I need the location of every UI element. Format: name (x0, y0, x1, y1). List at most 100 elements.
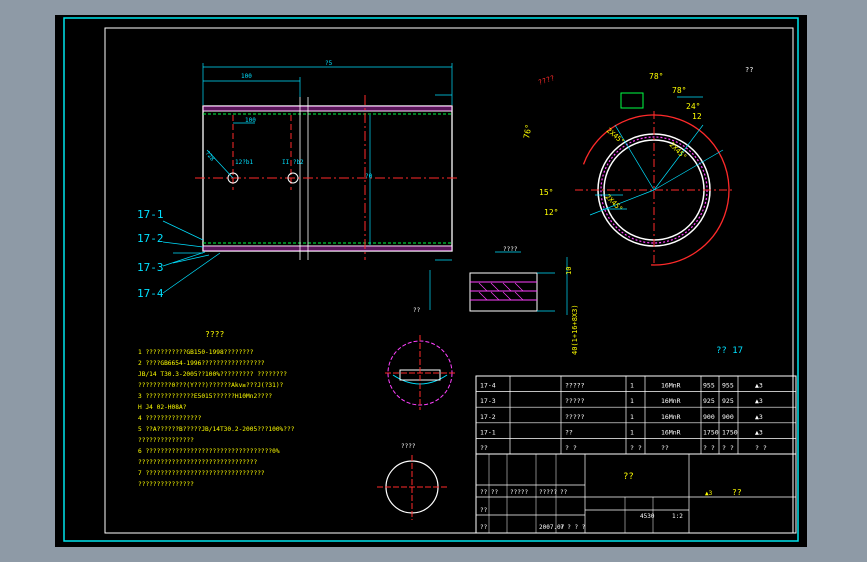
table-cell: 16MnR (661, 428, 681, 436)
table-cell: 17-1 (480, 428, 496, 436)
tech-req-line: 3 ?????????????E5015??????H10Mn2???? (138, 393, 272, 400)
table-header-cell: ?? (480, 444, 488, 452)
table-cell: ?? (565, 428, 573, 436)
table-header-cell: ? ? (755, 444, 767, 452)
title-cell: ?? (560, 489, 568, 496)
outer-frame (63, 17, 799, 542)
table-cell: 1 (630, 428, 634, 436)
detail-dim-2: 40(1+16+8X3) (571, 304, 579, 355)
hole-dim: ?28 (203, 150, 216, 163)
callouts: 17-1 17-2 17-3 17-4 (137, 208, 221, 300)
table-cell: ▲3 (755, 397, 763, 405)
small-view-2 (377, 455, 447, 520)
detail-view (469, 251, 568, 315)
small-view-2-title: ???? (401, 443, 416, 450)
table-cell: 17-4 (480, 382, 496, 390)
table-header-cell: ? ? (722, 444, 734, 452)
table-cell: ▲3 (755, 382, 763, 390)
tech-req-line: 6 ??????????????????????????????????0% (138, 448, 280, 455)
table-header-cell: ? ? (630, 444, 642, 452)
table-cell: 16MnR (661, 413, 681, 421)
title-cell: ? ? ? ? (560, 524, 586, 531)
table-cell: 1 (630, 413, 634, 421)
parts-table: 17-4????? 1 16MnR 955 955 ▲3 17-3????? 1 16MnR 92… (475, 375, 797, 455)
table-header-cell: ? ? (703, 444, 715, 452)
tech-req-line: ??????????????? (138, 481, 194, 488)
table-cell: 1 (630, 382, 634, 390)
title-cell: 2007.07 (539, 524, 565, 531)
callout-17-2: 17-2 (137, 232, 164, 245)
dim-total: ?5 (325, 60, 333, 67)
hole-2 (287, 172, 299, 184)
drawing-code: ?? (732, 488, 742, 497)
table-cell: ▲3 (755, 428, 763, 436)
small-view-1 (385, 335, 455, 410)
angle-4: 12 (692, 112, 702, 121)
table-cell: ????? (565, 397, 585, 405)
title-cell: ?? (480, 507, 488, 514)
inner-frame (104, 27, 794, 534)
angle-2: 76° (522, 124, 533, 140)
dim-b: 100 (245, 117, 256, 124)
corner-label: ?? (745, 66, 753, 74)
hole-label-1: 12?b1 (235, 159, 253, 166)
small-view-1-title: ?? (413, 307, 421, 314)
dim-a: 100 (241, 73, 252, 80)
table-cell: ▲3 (755, 413, 763, 421)
ref-label: ?? 17 (716, 346, 743, 356)
hole-1 (227, 172, 239, 184)
detail-dim-1: 10 (565, 267, 573, 275)
tech-req-line: JB/14 T30.3-2005??100%????????? ???????? (138, 371, 287, 378)
drawing-name: ?? (623, 472, 634, 482)
table-cell: 1750 (722, 428, 738, 436)
tech-req-line: ?????????0???(Y???)??????Akv≥???J(?31)? (138, 382, 284, 389)
angle-6: 12° (544, 208, 558, 217)
drawing-sheet: ?5 100 100 ?0 12?b1 II ?b2 ?28 17-1 17-2… (55, 15, 807, 547)
tech-req-title: ???? (205, 330, 224, 339)
table-cell: 900 (703, 413, 715, 421)
table-cell: 1750 (703, 428, 719, 436)
title-cell: 1:2 (672, 513, 683, 520)
table-cell: ????? (565, 413, 585, 421)
tech-req-lines: 1 ???????????GB150-1998???????? 2 ????GB6… (138, 349, 295, 488)
angle-5: 15° (539, 188, 553, 197)
ring-view (575, 92, 735, 266)
table-header-cell: ?? (661, 444, 669, 452)
ring-top-label: ???? (537, 74, 556, 87)
tech-req-line: 4 ??????????????? (138, 415, 202, 422)
hole-label-2: II ?b2 (282, 159, 304, 166)
title-cell: ????? (510, 489, 528, 496)
title-cell: ?? ?? (480, 489, 498, 496)
callout-17-4: 17-4 (137, 287, 164, 300)
main-view (172, 63, 460, 310)
angle-1: 78° (649, 72, 663, 81)
table-cell: 17-2 (480, 413, 496, 421)
title-cell: 4530 (640, 513, 655, 520)
tech-req-line: 2 ????GB6654-1996????????????????? (138, 360, 265, 367)
callout-17-1: 17-1 (137, 208, 164, 221)
angle-7: 78° (672, 86, 686, 95)
tech-req-line: 1 ???????????GB150-1998???????? (138, 349, 254, 356)
table-cell: 955 (722, 382, 734, 390)
table-header-cell: ? ? (565, 444, 577, 452)
callout-17-3: 17-3 (137, 261, 164, 274)
table-cell: 16MnR (661, 382, 681, 390)
table-cell: 925 (703, 397, 715, 405)
title-cell: ????? (539, 489, 557, 496)
title-block (475, 453, 797, 534)
tech-req-line: 7 ???????????????????????????????? (138, 470, 265, 477)
note-1: 2X45° (605, 126, 626, 146)
tech-req-line: H J4 02-H08A? (138, 404, 187, 411)
table-cell: ????? (565, 382, 585, 390)
detail-title: ???? (503, 246, 518, 253)
tech-req-line: ???????????????????????????????? (138, 459, 257, 466)
tech-req-line: 5 ??A??????B?????JB/14T30.2-2005???100%?… (138, 426, 295, 433)
title-tag: ▲3 (705, 490, 713, 497)
table-cell: 955 (703, 382, 715, 390)
dim-height: ?0 (365, 173, 373, 180)
angle-3: 24° (686, 102, 700, 111)
tech-req-line: ??????????????? (138, 437, 194, 444)
table-cell: 17-3 (480, 397, 496, 405)
cad-drawing: ?5 100 100 ?0 12?b1 II ?b2 ?28 17-1 17-2… (63, 17, 799, 542)
